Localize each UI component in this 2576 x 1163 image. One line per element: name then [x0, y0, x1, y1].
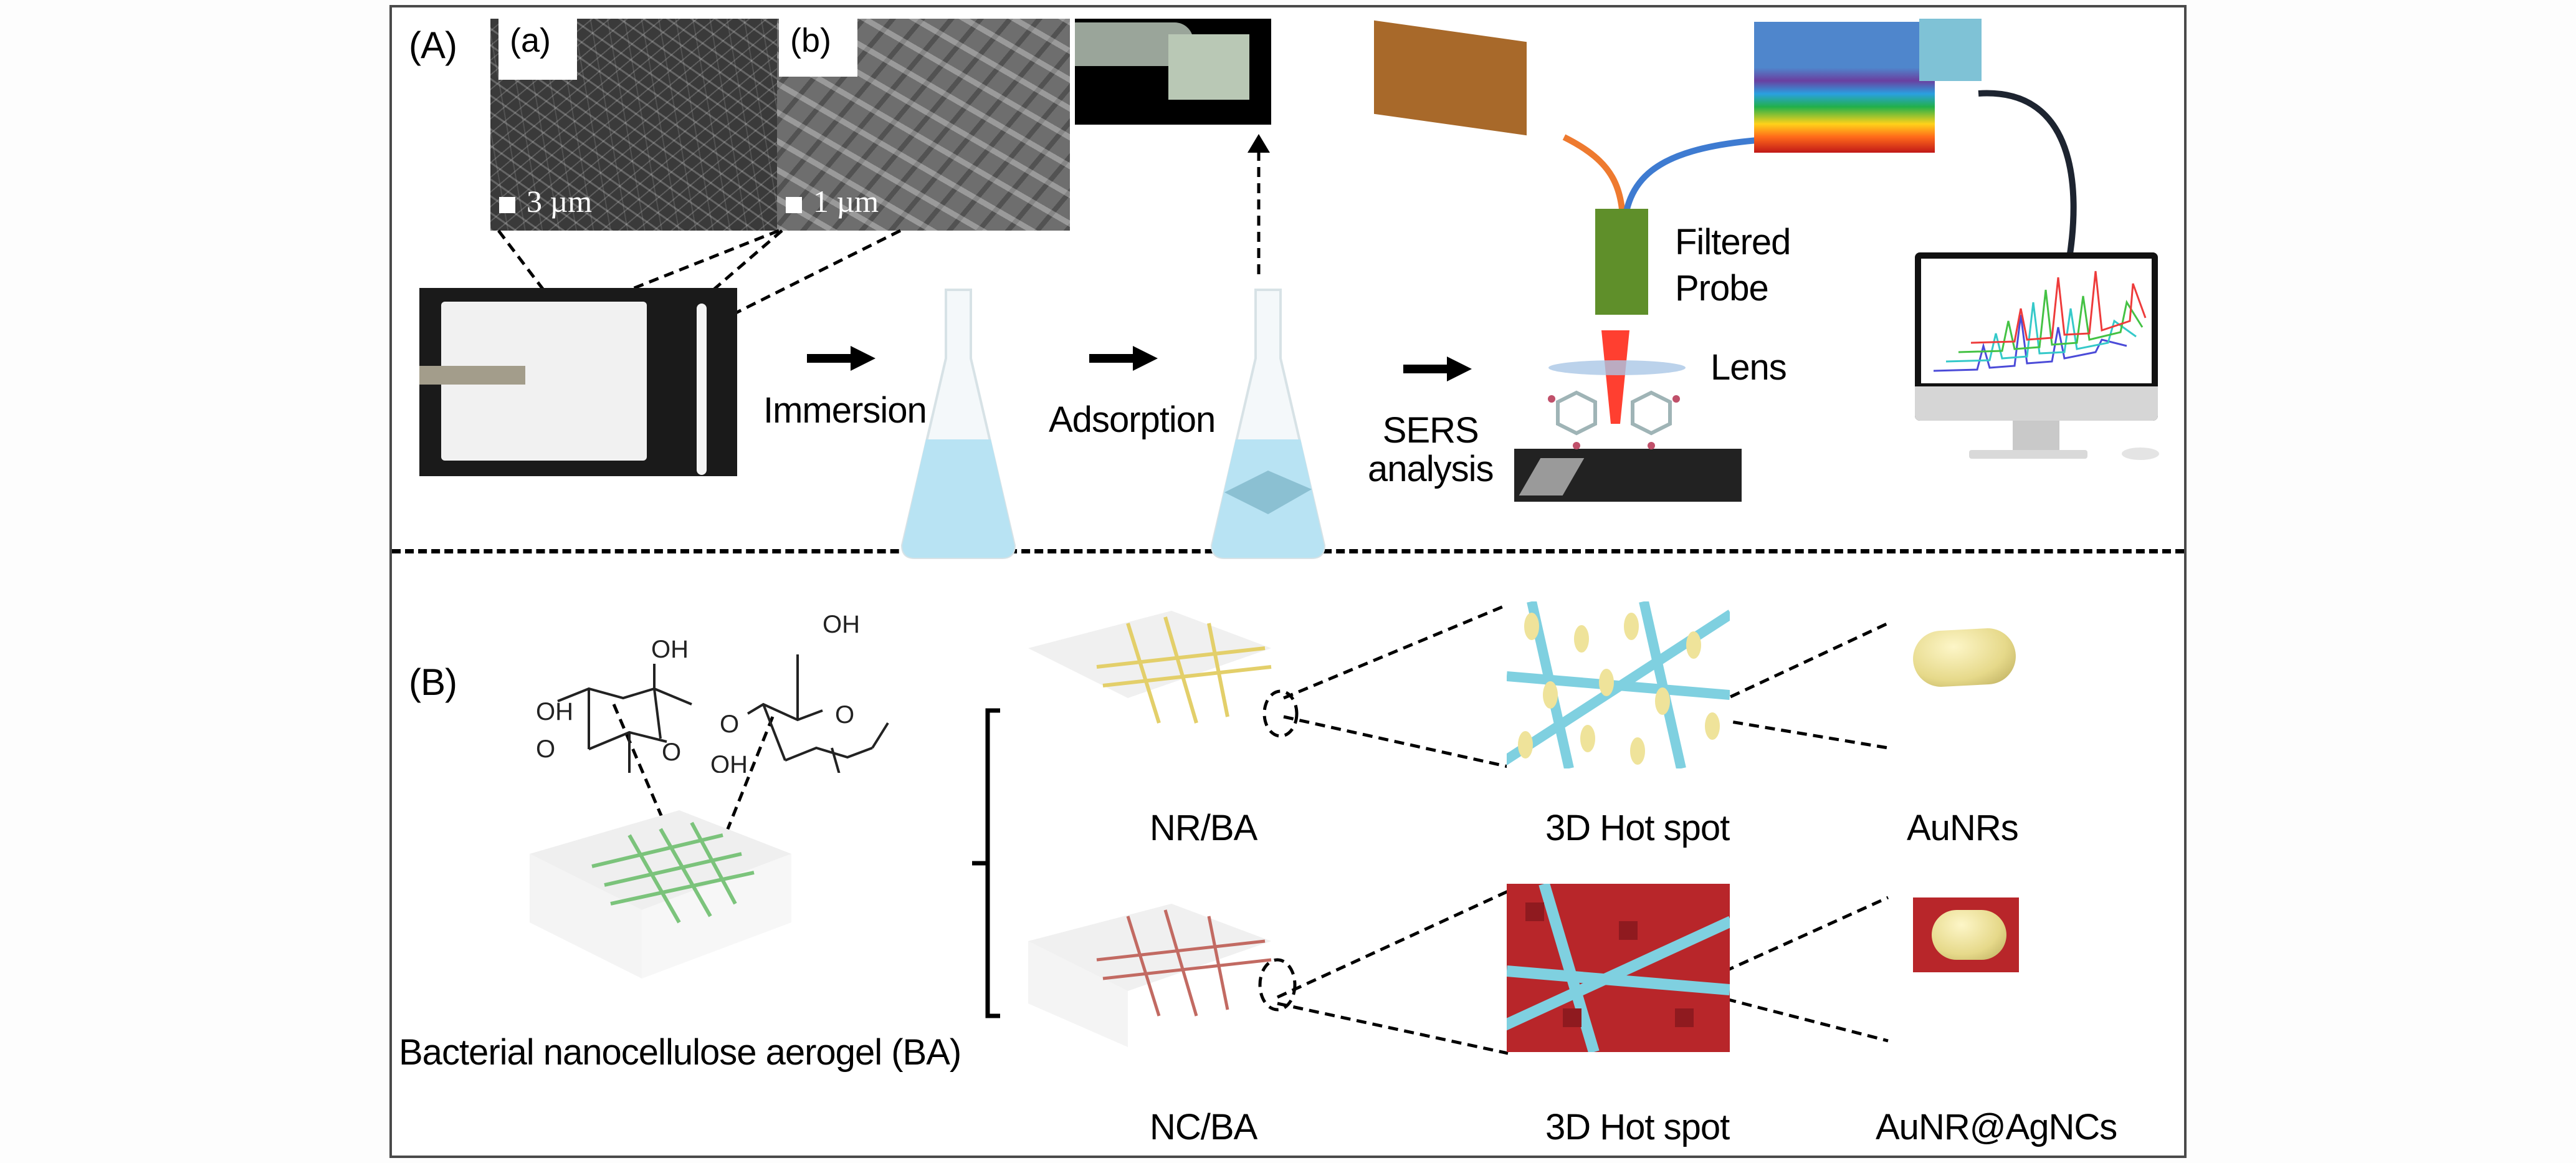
scale-bar-b: 1 µm: [786, 183, 879, 219]
sem-label-a: (a): [499, 19, 577, 80]
group-oh: OH: [823, 611, 860, 638]
ba-aerogel-block: [530, 810, 791, 979]
mouse: [2122, 447, 2159, 460]
group-oh: OH: [710, 751, 748, 773]
right-arrow-icon: [1403, 357, 1472, 381]
spectrum-screen: [1921, 259, 2152, 383]
monitor-stand: [2013, 421, 2059, 452]
aunr-particle: [1911, 626, 2018, 689]
nc-ba-label: NC/BA: [1150, 1107, 1257, 1147]
molecule-icon: [1548, 390, 1680, 449]
group-o: O: [536, 735, 555, 763]
panel-a-label: (A): [409, 24, 457, 66]
sers-line-2: analysis: [1368, 449, 1494, 489]
scale-bar-a: 3 µm: [499, 183, 592, 219]
nc-ba-block: [1028, 904, 1272, 1047]
group-oh: OH: [536, 698, 573, 725]
keyboard: [1969, 450, 2087, 459]
sem-label-b: (b): [779, 19, 857, 77]
flask-immersion: [900, 289, 1016, 559]
panel-b-label: (B): [409, 661, 457, 703]
computer-monitor: [1915, 252, 2158, 421]
step-adsorption: Adsorption: [1049, 400, 1216, 440]
hotspot-label-1: 3D Hot spot: [1545, 808, 1730, 848]
sers-line-1: SERS: [1382, 410, 1479, 451]
probe-label-line-2: Probe: [1675, 268, 1769, 309]
cellulose-structure: OH OH O O O OH OH OH OH O: [536, 611, 889, 773]
right-arrow-icon: [1089, 346, 1158, 371]
step-sers-analysis: SERS analysis: [1368, 411, 1494, 489]
sem-image-a: 3 µm: [490, 19, 777, 231]
hotspot-agnc: [1507, 884, 1730, 1052]
right-arrow-icon: [807, 346, 875, 371]
nr-ba-block: [1028, 611, 1272, 724]
lens-label: Lens: [1710, 347, 1787, 388]
probe-label-line-1: Filtered: [1675, 222, 1791, 262]
step-immersion: Immersion: [763, 390, 927, 431]
aunrs-label: AuNRs: [1907, 808, 2019, 848]
nr-ba-label: NR/BA: [1150, 808, 1257, 848]
filtered-probe: [1595, 209, 1648, 315]
aerogel-wet-photo: [1075, 19, 1271, 125]
group-o: O: [835, 701, 854, 729]
flask-adsorption: [1210, 289, 1326, 559]
group-o: O: [720, 711, 739, 738]
aunr-agncs-label: AuNR@AgNCs: [1876, 1107, 2117, 1147]
hotspot-aunr: [1507, 601, 1730, 768]
up-arrow-icon: [1247, 134, 1270, 153]
spectrometer: [1754, 22, 1935, 153]
group-oh: OH: [651, 636, 689, 663]
spectrometer-connector: [1919, 19, 1982, 81]
hotspot-label-2: 3D Hot spot: [1545, 1107, 1730, 1147]
group-o: O: [662, 739, 681, 766]
aunr-agnc-particle: [1913, 897, 2019, 972]
spectra-plot-icon: [1933, 270, 2147, 372]
probe-label: Filtered Probe: [1675, 219, 1791, 312]
sample-stage: [1514, 449, 1742, 502]
aerogel-caption: Bacterial nanocellulose aerogel (BA): [399, 1032, 961, 1073]
aerogel-photo: [419, 288, 737, 476]
